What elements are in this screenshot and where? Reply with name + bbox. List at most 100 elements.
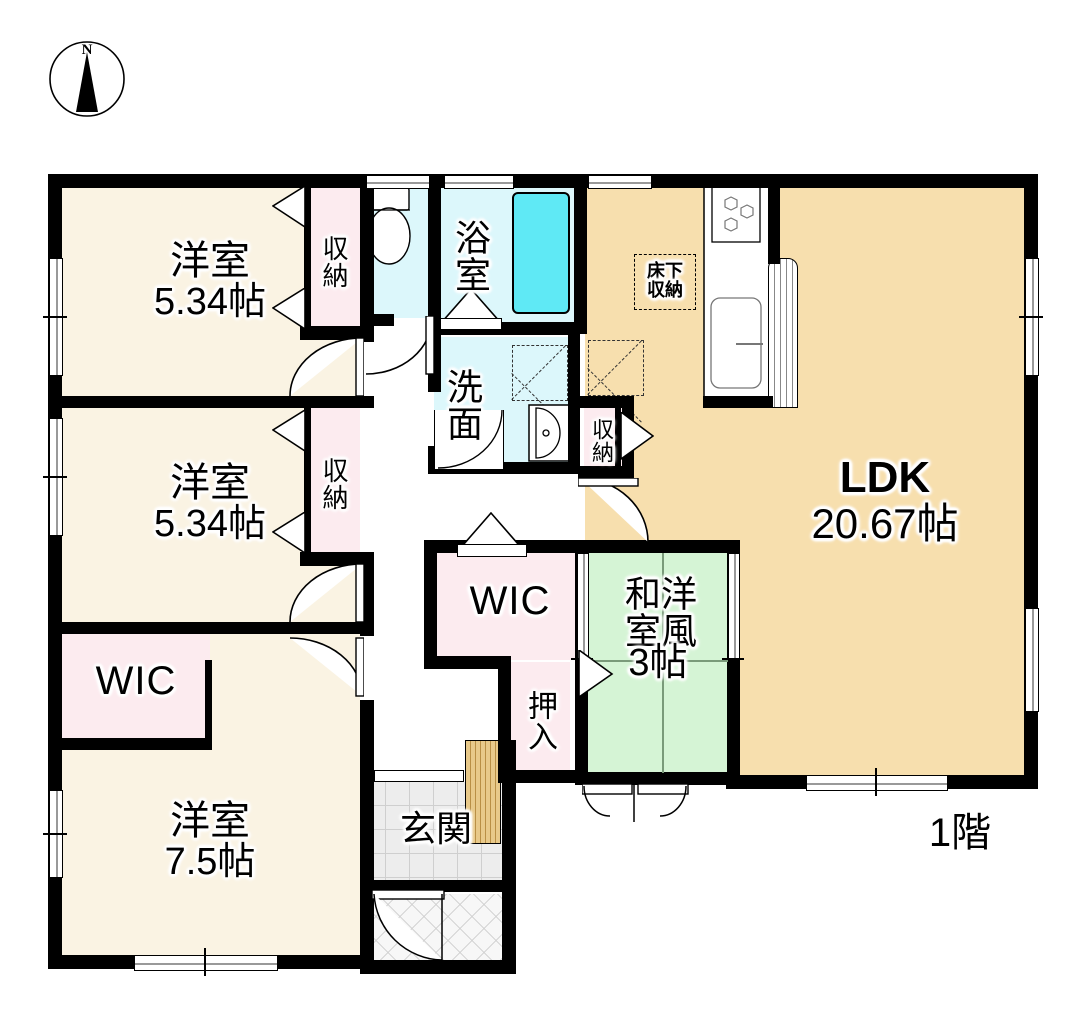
closet-top-door-upper-icon (272, 186, 306, 228)
wall-closet-ldk-right (615, 405, 621, 469)
wall-closet-ldk-top (578, 396, 634, 408)
tatami-joint-vertical (662, 553, 664, 773)
closet-ldk-text: 収納 (589, 418, 614, 464)
window-toilet-top (366, 175, 430, 189)
tatami-shoji-right-dashed (729, 662, 735, 772)
wall-closet-top-left (304, 183, 311, 331)
bedroom-bottom-label: 洋室 7.5帖 (100, 800, 320, 883)
window-tick-6 (204, 948, 206, 976)
door-bedroom-top[interactable] (288, 338, 364, 398)
wic-upper-text: WIC (469, 579, 551, 623)
door-bedroom-middle[interactable] (288, 564, 364, 624)
underfloor-storage-label: 床下 収納 (634, 262, 696, 300)
oshiire-label: 押入 (523, 676, 556, 766)
closet-middle-label: 収納 (319, 444, 349, 524)
underfloor-storage-line2: 収納 (647, 279, 683, 300)
wall-exterior-top (48, 174, 1038, 188)
wall-wic-lower-bottom (48, 738, 212, 750)
entrance-label: 玄関 (374, 809, 498, 848)
entrance-step (465, 740, 501, 844)
tatami-shoji-left-dashed (579, 662, 585, 772)
bedroom-top-label: 洋室 5.34帖 (100, 240, 320, 323)
bathtub (512, 192, 570, 314)
wall-corridor-left-4 (360, 700, 374, 882)
window-bedroom-bottom (134, 955, 278, 971)
wall-toilet-bottom (360, 314, 394, 326)
closet-middle-door-upper-icon (272, 410, 306, 452)
bedroom-bottom-size: 7.5帖 (164, 841, 256, 884)
kitchen-unit (703, 178, 771, 404)
wall-kitchen-bottom (703, 396, 773, 408)
entrance-threshold (374, 770, 464, 782)
washroom-label: 洗面 (442, 350, 483, 460)
closet-top-door-lower-icon (272, 288, 306, 330)
window-ldk-bottom (806, 775, 948, 791)
wall-tatami-top (575, 540, 740, 553)
washroom-door-swing[interactable] (436, 408, 504, 470)
window-tick-1 (43, 316, 67, 318)
bedroom-middle-size: 5.34帖 (154, 503, 266, 546)
appliance-space-ldk (588, 340, 644, 396)
wall-closet-middle-bottom (300, 552, 374, 566)
compass-north-icon: N (48, 40, 126, 118)
door-entrance[interactable] (372, 890, 462, 964)
wall-corridor-left (360, 174, 374, 342)
wall-porch-right (502, 880, 516, 974)
wic-lower-text: WIC (95, 659, 177, 703)
wall-closet-top-bottom (300, 326, 374, 340)
tatami-shoji-right-tick (722, 658, 744, 660)
compass-north-label: N (81, 42, 93, 58)
wall-entrance-bottom (360, 880, 516, 892)
window-tick-4 (1019, 316, 1043, 318)
washer-space-washroom (512, 345, 568, 401)
oshiire-text: 押入 (523, 690, 556, 752)
tatami-name-line1: 和室 (620, 575, 661, 649)
closet-top-label: 収納 (319, 222, 349, 302)
window-tick-2 (43, 476, 67, 478)
bedroom-middle-name: 洋室 (170, 461, 250, 505)
wall-closet-middle-left (304, 408, 311, 556)
wall-kitchen-right (768, 178, 780, 264)
wall-wic-upper-bottom (424, 656, 510, 669)
bathroom-door-panel[interactable] (440, 318, 502, 330)
wall-wic-lower-right (205, 660, 212, 740)
underfloor-storage-line1: 床下 (647, 261, 683, 281)
wic-upper-label: WIC (440, 580, 580, 622)
ldk-label: LDK 20.67帖 (760, 454, 1010, 546)
wall-between-bedrooms-2 (48, 622, 360, 634)
tatami-label: 和室 洋風 3帖 (588, 575, 728, 683)
door-toilet[interactable] (364, 316, 434, 376)
tatami-size: 3帖 (628, 642, 688, 684)
tatami-name-line2: 洋風 (656, 575, 697, 649)
tatami-area (588, 550, 728, 780)
closet-middle-area (311, 408, 361, 560)
closet-ldk-door-icon (620, 412, 654, 460)
wall-oshiire-bottom (498, 770, 582, 783)
closet-top-text: 収納 (319, 235, 349, 289)
tatami-joint-horizontal (588, 660, 728, 662)
wall-between-bedrooms-1 (48, 396, 360, 408)
washroom-name: 洗面 (442, 368, 483, 442)
tatami-door-icon (578, 650, 614, 698)
door-bedroom-bottom[interactable] (288, 636, 364, 698)
bedroom-bottom-name: 洋室 (170, 799, 250, 843)
wall-corridor-left-2 (360, 396, 374, 408)
bedroom-top-size: 5.34帖 (154, 281, 266, 324)
wic-upper-door-panel (457, 544, 527, 557)
wall-oshiire-left (498, 656, 511, 782)
floor-label-text: 1階 (928, 811, 992, 855)
wall-toilet-right (428, 174, 441, 326)
wall-ldk-left-top (574, 174, 587, 204)
floor-label: 1階 (905, 812, 1015, 854)
wall-porch-bottom (360, 960, 516, 974)
window-ldk-top (588, 175, 652, 189)
closet-ldk-label: 収納 (589, 410, 614, 472)
window-ldk-right-lower (1025, 608, 1039, 712)
door-tatami-bottom[interactable] (582, 784, 694, 840)
door-ldk-hallway[interactable] (578, 478, 650, 544)
kitchen-counter (768, 258, 798, 408)
tatami-shoji-left (577, 553, 589, 661)
closet-middle-text: 収納 (319, 457, 349, 511)
tatami-shoji-right (728, 553, 740, 661)
